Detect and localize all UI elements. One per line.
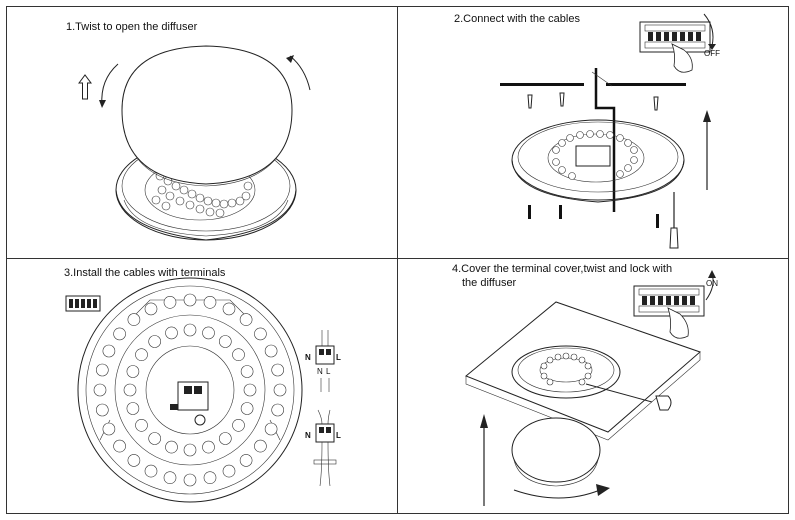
hand-icon <box>667 307 689 339</box>
led <box>271 363 285 377</box>
led <box>113 327 126 341</box>
switch-off-label: OFF <box>704 49 720 58</box>
led <box>144 464 158 478</box>
ceiling-plane <box>465 301 701 441</box>
led <box>222 464 236 478</box>
terminal-n-label: N <box>305 353 311 362</box>
led <box>102 344 116 358</box>
terminal2-l-label: L <box>336 431 341 440</box>
led <box>183 473 197 487</box>
step-4-caption-line2: the diffuser <box>462 277 517 289</box>
led <box>219 335 232 348</box>
led <box>264 344 278 358</box>
step-1-caption: 1.Twist to open the diffuser <box>66 21 198 33</box>
up-arrow-icon <box>78 74 92 100</box>
up-arrow-icon <box>703 110 711 190</box>
screw-anchors <box>527 92 659 228</box>
terminal-block-icon: N L N L <box>305 330 341 392</box>
led <box>165 326 178 340</box>
wire-n-label: N <box>317 367 323 376</box>
fixture-base-top <box>77 277 303 503</box>
led <box>144 302 158 316</box>
led <box>254 327 267 341</box>
led <box>127 313 141 326</box>
led <box>271 403 285 417</box>
led <box>135 348 148 362</box>
panel-step-3: 3.Install the cables with terminals <box>64 267 341 503</box>
led <box>203 295 217 309</box>
hand-icon <box>671 43 693 73</box>
led <box>123 383 137 397</box>
led <box>183 293 197 307</box>
rotate-arrow-icon <box>513 484 610 499</box>
led-array-2 <box>552 130 638 180</box>
switch-arrow-head <box>708 44 716 50</box>
led <box>239 454 253 467</box>
led <box>239 313 253 326</box>
panel-step-2: 2.Connect with the cables OFF <box>454 13 720 249</box>
led <box>113 439 126 453</box>
fixture-base-2 <box>511 119 685 203</box>
led <box>165 440 178 454</box>
step-4-caption-line1: 4.Cover the terminal cover,twist and loc… <box>452 263 672 275</box>
led <box>183 443 197 457</box>
led <box>127 454 141 467</box>
screwdriver-icon <box>669 192 679 249</box>
led <box>202 440 215 454</box>
step-3-caption: 3.Install the cables with terminals <box>64 267 226 279</box>
led-ring <box>93 293 287 487</box>
fuse-box-icon <box>633 285 705 317</box>
dip-switch-icon <box>65 295 101 312</box>
led <box>163 471 177 485</box>
led <box>126 365 140 378</box>
switch-arrow-head <box>708 270 716 278</box>
led <box>102 422 116 436</box>
led <box>148 335 161 348</box>
led <box>148 432 161 445</box>
led <box>183 323 197 337</box>
led <box>232 348 245 362</box>
led <box>264 422 278 436</box>
up-arrow-icon <box>480 414 488 506</box>
led <box>203 471 217 485</box>
step-2-caption: 2.Connect with the cables <box>454 13 580 25</box>
terminal2-n-label: N <box>305 431 311 440</box>
switch-arrow <box>703 13 714 47</box>
fixture-base-4 <box>511 345 653 403</box>
terminal-block-icon: N L <box>305 409 341 487</box>
rotate-arrow-icon <box>99 55 311 108</box>
led <box>202 326 215 340</box>
wire-l-label: L <box>326 367 331 376</box>
led <box>163 295 177 309</box>
led <box>240 402 254 415</box>
panel-step-4: 4.Cover the terminal cover,twist and loc… <box>452 263 718 506</box>
led <box>273 383 287 397</box>
led <box>222 302 236 316</box>
led <box>96 403 109 417</box>
led <box>219 432 232 445</box>
led <box>240 365 254 378</box>
led <box>126 402 140 415</box>
terminal-cover-icon <box>655 395 672 411</box>
switch-on-label: ON <box>706 279 718 288</box>
panel-step-1: 1.Twist to open the diffuser <box>66 21 311 241</box>
led <box>93 383 107 397</box>
led <box>135 418 148 432</box>
led <box>96 363 109 377</box>
led <box>254 439 267 453</box>
led <box>243 383 257 397</box>
terminal-l-label: L <box>336 353 341 362</box>
ceiling-mount <box>500 68 686 212</box>
diffuser-disc <box>121 45 293 187</box>
diffuser-disc-4 <box>511 417 601 487</box>
led <box>232 418 245 432</box>
